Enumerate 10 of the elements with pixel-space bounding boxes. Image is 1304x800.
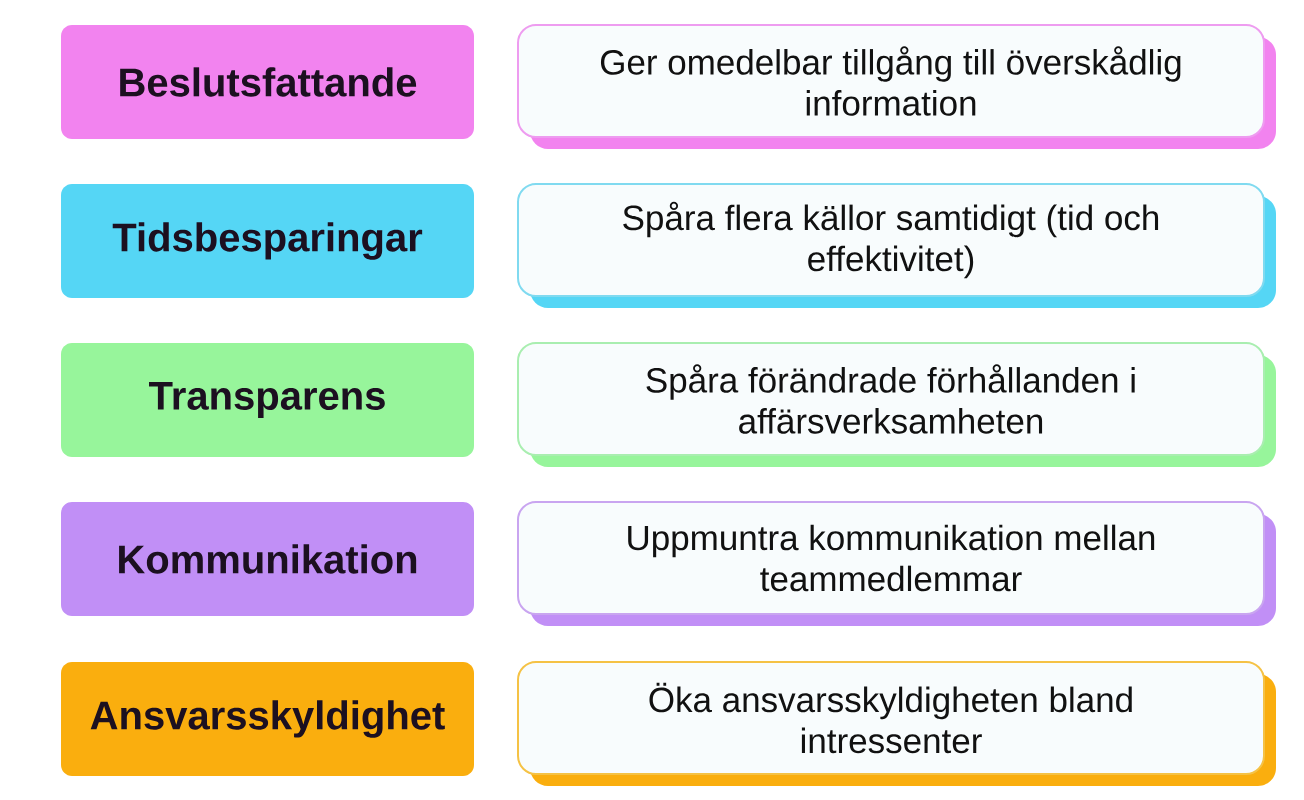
description-box: Uppmuntra kommunikation mellan teammedlemmar bbox=[517, 501, 1276, 626]
label-box: Transparens bbox=[61, 343, 474, 457]
label-box: Tidsbesparingar bbox=[61, 184, 474, 298]
label-box: Kommunikation bbox=[61, 502, 474, 616]
description-box: Spåra flera källor samtidigt (tid och effektivitet) bbox=[517, 183, 1276, 308]
description-box: Öka ansvarsskyldigheten bland intressenter bbox=[517, 661, 1276, 786]
description-box: Spåra förändrade förhållanden i affärsverksamheten bbox=[517, 342, 1276, 467]
label-box: Beslutsfattande bbox=[61, 25, 474, 139]
label-box: Ansvarsskyldighet bbox=[61, 662, 474, 776]
description-box: Ger omedelbar tillgång till överskådlig information bbox=[517, 24, 1276, 149]
